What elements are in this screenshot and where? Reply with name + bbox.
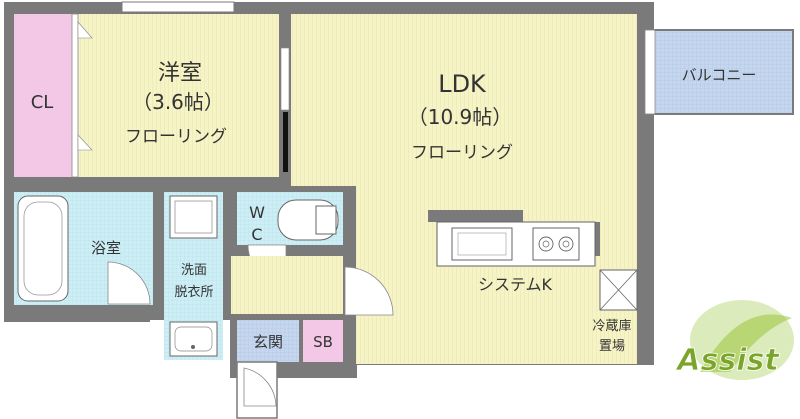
sliding-door-panel <box>283 112 288 172</box>
ldk-size: （10.9帖） <box>408 105 513 129</box>
top-window <box>121 1 235 13</box>
sink <box>451 227 513 261</box>
ldk-door-swing <box>344 266 394 316</box>
shoe-box <box>303 320 343 362</box>
entrance-label: 玄関 <box>253 333 283 351</box>
wc-label-2: C <box>251 225 262 244</box>
hallway <box>231 256 343 314</box>
western-room-name: 洋室 <box>158 61 202 86</box>
washing-machine <box>169 195 218 239</box>
western-room-floor: フローリング <box>125 127 227 147</box>
stove <box>532 227 580 261</box>
ldk-floor: フローリング <box>411 143 513 163</box>
bath-label: 浴室 <box>91 239 121 257</box>
bathtub <box>17 195 69 302</box>
closet-door <box>71 13 79 178</box>
wc-label-1: W <box>249 203 265 222</box>
bath-door-swing <box>107 261 151 305</box>
washroom-label-1: 洗面 <box>181 263 207 278</box>
balcony <box>644 29 794 115</box>
western-room <box>78 14 279 177</box>
western-room-size: （3.6帖） <box>132 90 224 114</box>
fridge-label-1: 冷蔵庫 <box>592 319 631 334</box>
balcony-label: バルコニー <box>682 66 757 84</box>
kitchen-label: システムK <box>478 275 553 294</box>
assist-logo: Assist <box>675 300 794 380</box>
sliding-door <box>280 47 290 111</box>
fridge-label-2: 置場 <box>599 339 625 354</box>
closet-door-swing <box>77 21 93 39</box>
closet-label: CL <box>31 92 54 113</box>
shoe-box-label: SB <box>313 333 333 351</box>
logo-text: Assist <box>675 343 780 378</box>
washroom-label-2: 脱衣所 <box>174 284 213 300</box>
ldk-name: LDK <box>438 70 487 98</box>
closet <box>14 14 72 177</box>
entrance <box>237 320 299 362</box>
